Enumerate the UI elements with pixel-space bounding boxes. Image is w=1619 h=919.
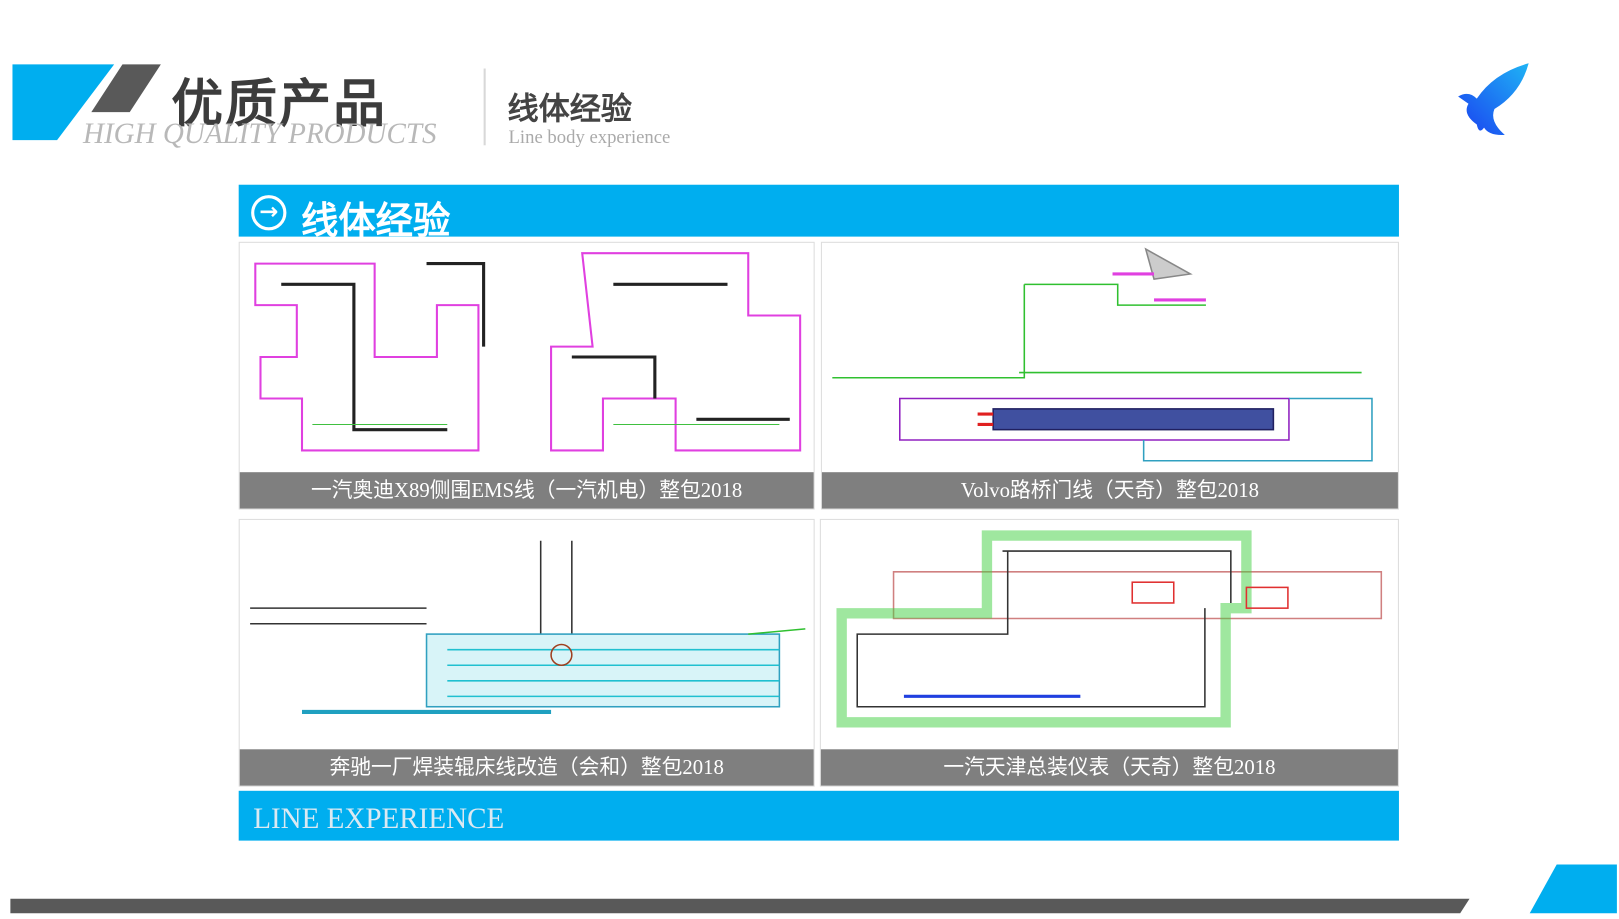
project-card-audi[interactable]: 一汽奥迪X89侧围EMS线（一汽机电）整包2018 xyxy=(238,241,815,510)
arrow-circle-right-icon: → xyxy=(251,195,287,231)
page-subtitle: HIGH QUALITY PRODUCTS xyxy=(83,118,437,151)
project-caption: Volvo路桥门线（天奇）整包2018 xyxy=(821,472,1398,509)
bird-logo-icon xyxy=(1458,63,1529,136)
section-subtitle: Line body experience xyxy=(508,126,671,148)
project-card-volvo[interactable]: Volvo路桥门线（天奇）整包2018 xyxy=(820,241,1399,510)
header-decoration xyxy=(12,64,161,141)
page-title: 优质产品 xyxy=(171,73,388,134)
section-title: 线体经验 xyxy=(507,91,633,128)
cad-drawing-image xyxy=(836,530,1383,728)
banner-title: 线体经验 xyxy=(300,200,451,243)
bottom-decoration xyxy=(10,864,1617,914)
footer-label: LINE EXPERIENCE xyxy=(253,803,505,836)
project-caption: 一汽奥迪X89侧围EMS线（一汽机电）整包2018 xyxy=(239,472,814,509)
divider xyxy=(483,68,486,146)
project-card-benz[interactable]: 奔驰一厂焊装辊床线改造（会和）整包2018 xyxy=(238,518,815,787)
footer-banner: LINE EXPERIENCE xyxy=(238,790,1399,841)
cad-drawing-image xyxy=(832,247,1373,462)
cad-drawing-image xyxy=(254,252,802,452)
cad-drawing-image xyxy=(250,540,806,715)
project-caption: 一汽天津总装仪表（天奇）整包2018 xyxy=(820,749,1398,786)
section-banner: → 线体经验 xyxy=(238,184,1399,243)
project-card-faw-tianjin[interactable]: 一汽天津总装仪表（天奇）整包2018 xyxy=(819,518,1399,787)
project-caption: 奔驰一厂焊装辊床线改造（会和）整包2018 xyxy=(239,749,814,786)
